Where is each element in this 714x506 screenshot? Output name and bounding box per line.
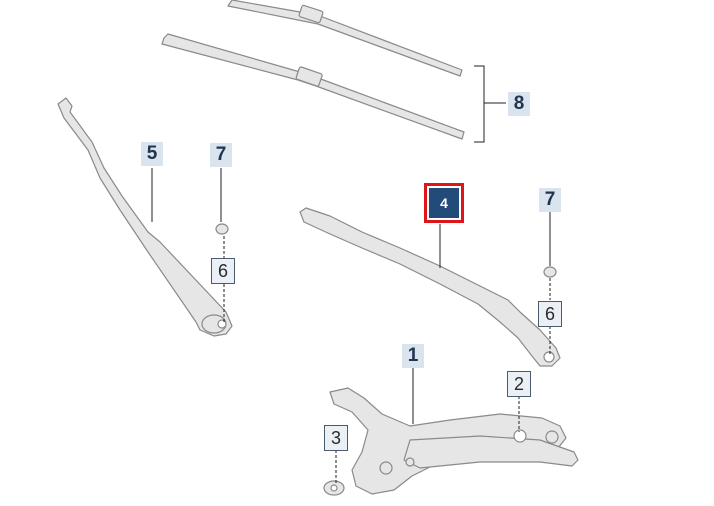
cap-right[interactable] [543,266,557,278]
callout-8[interactable]: 8 [508,92,530,116]
wiper-linkage[interactable] [323,387,579,496]
callout-7-right[interactable]: 7 [539,188,561,212]
callout-3[interactable]: 3 [324,425,348,451]
cap-left[interactable] [215,223,229,235]
callout-4[interactable]: 4 [424,183,464,223]
wiper-blade-lower[interactable] [161,33,465,140]
callout-1[interactable]: 1 [402,344,424,368]
wiper-arm-right[interactable] [299,207,561,367]
wiper-arm-left[interactable] [57,97,233,337]
callout-7-left[interactable]: 7 [210,143,232,167]
wiper-blade-upper[interactable] [227,0,463,77]
bracket-8 [474,65,506,143]
callout-2[interactable]: 2 [507,371,531,397]
callout-6-left[interactable]: 6 [211,258,235,284]
callout-5[interactable]: 5 [141,142,163,166]
callout-6-right[interactable]: 6 [538,301,562,327]
